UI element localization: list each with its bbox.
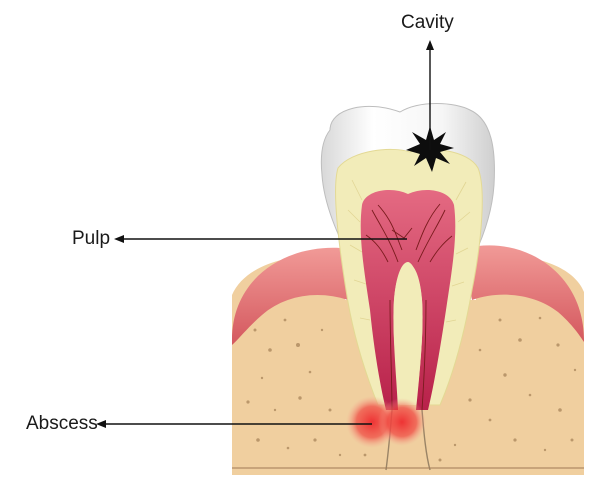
dentin-tubules: [347, 179, 471, 323]
abscess-pointer-arrow: [96, 420, 106, 428]
pulp-pointer-arrow: [114, 235, 124, 243]
pulp-chamber: [360, 189, 456, 410]
abscess-label: Abscess: [26, 413, 98, 434]
bone-texture: [246, 316, 577, 462]
nerves: [365, 203, 453, 411]
gum-right: [462, 245, 584, 342]
pulp-label: Pulp: [72, 228, 111, 249]
root-gap: [393, 264, 423, 405]
cavity-label: Cavity: [401, 12, 454, 33]
gum-left: [232, 247, 360, 345]
cavity-pointer-arrow: [426, 40, 434, 50]
pointers: [96, 40, 434, 428]
abscess-infection: [346, 396, 426, 448]
